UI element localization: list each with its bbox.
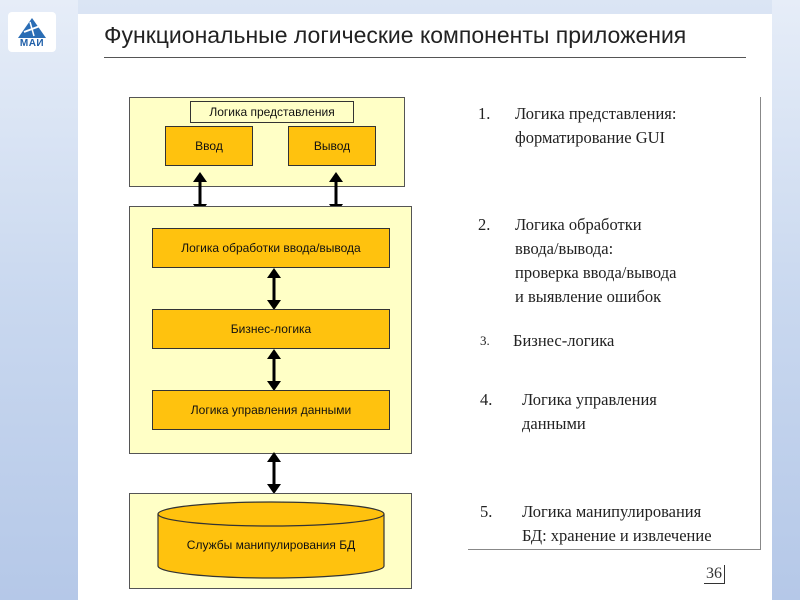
- io-logic-box: Логика обработки ввода/вывода: [152, 228, 390, 268]
- mai-logo: МАИ: [8, 12, 56, 52]
- list-item-line: Бизнес-логика: [513, 331, 615, 350]
- list-item-line: ввода/вывода:: [515, 239, 614, 258]
- presentation-logic-label: Логика представления: [190, 101, 354, 123]
- database-cylinder-icon: [157, 501, 385, 579]
- logo-text: МАИ: [19, 38, 45, 49]
- business-data-arrow: [267, 349, 281, 391]
- list-item-number: 3.: [480, 333, 490, 348]
- list-item-number: 1.: [478, 104, 491, 123]
- right-decor-band: [772, 0, 800, 600]
- list-item-line: БД: хранение и извлечение: [522, 526, 712, 545]
- list-item-line: Логика управления: [522, 390, 657, 409]
- list-item-number: 4.: [480, 390, 493, 409]
- list-item-line: данными: [522, 414, 586, 433]
- data-mgmt-box: Логика управления данными: [152, 390, 390, 430]
- list-item-number: 2.: [478, 215, 491, 234]
- list-item-line: форматирование GUI: [515, 128, 666, 147]
- list-item-line: Логика манипулирования: [522, 502, 702, 521]
- list-item-line: и выявление ошибок: [515, 287, 662, 306]
- list-item-line: Логика представления:: [515, 104, 677, 123]
- business-logic-box: Бизнес-логика: [152, 309, 390, 349]
- page-number: 36: [704, 565, 725, 584]
- list-item-number: 5.: [480, 502, 493, 521]
- page-title: Функциональные логические компоненты при…: [104, 22, 687, 48]
- db-services-label: Службы манипулирования БД: [186, 538, 356, 552]
- description-list-frame: [468, 97, 761, 550]
- list-item-line: проверка ввода/вывода: [515, 263, 677, 282]
- left-decor-band: [0, 0, 78, 600]
- airplane-emblem-icon: [18, 18, 46, 38]
- list-item-line: Логика обработки: [515, 215, 642, 234]
- title-underline: [104, 57, 746, 58]
- app-db-arrow: [267, 452, 281, 494]
- io-business-arrow: [267, 268, 281, 310]
- input-box: Ввод: [165, 126, 253, 166]
- output-box: Вывод: [288, 126, 376, 166]
